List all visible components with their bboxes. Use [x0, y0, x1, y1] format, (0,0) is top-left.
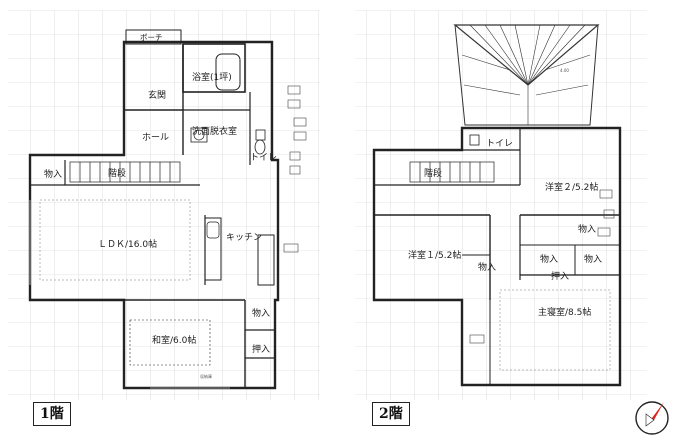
floor1-stairs: [69, 161, 181, 183]
f2-closet-c-label: 物入: [584, 253, 602, 265]
floor1-outer-wall: [28, 40, 280, 390]
f2-master-label: 主寝室/8.5帖: [538, 306, 591, 318]
f1-bath-label: 浴室(1坪): [192, 71, 232, 83]
bathtub: [215, 53, 241, 91]
floor2-plan: [372, 126, 622, 387]
f1-ldk-label: ＬＤＫ/16.0帖: [98, 238, 157, 250]
floor1-annotations: [283, 85, 307, 253]
f1-storage-note: 収納庫: [200, 373, 212, 379]
kitchen-back-counter: [257, 234, 275, 286]
floor2-balcony: [453, 24, 600, 126]
floor2-stairs: [409, 161, 495, 183]
f2-western2-label: 洋室２/5.2帖: [545, 181, 598, 193]
f1-stairs-label: 階段: [108, 167, 126, 179]
f1-closet-c-label: 押入: [252, 343, 270, 355]
f1-closet-a-label: 物入: [44, 168, 62, 180]
f2-balcony-dim: 4.00: [560, 68, 569, 73]
grid-floor2: [355, 10, 647, 400]
f1-entrance-label: 玄関: [148, 89, 166, 101]
porch-area: [125, 29, 182, 45]
f1-closet-b-label: 物入: [252, 307, 270, 319]
f1-washitsu-label: 和室/6.0帖: [152, 334, 196, 346]
washing-machine: [190, 127, 208, 143]
kitchen-counter: [204, 217, 222, 281]
f1-kitchen-label: キッチン: [226, 232, 262, 243]
floor1-label: 1階: [33, 402, 71, 426]
f1-hall-label: ホール: [142, 132, 169, 143]
f2-closet-d-label: 押入: [551, 270, 569, 282]
f1-washroom-label: 洗面脱衣室: [192, 125, 237, 137]
f2-western1-label: 洋室１/5.2帖: [408, 249, 461, 261]
floor1-plan: [28, 29, 280, 390]
f2-closet-e-label: 物入: [478, 261, 496, 273]
f2-stairs-label: 階段: [424, 167, 442, 179]
f2-closet-b-label: 物入: [540, 253, 558, 265]
f2-closet-a-label: 物入: [578, 223, 596, 235]
compass-icon: [635, 401, 669, 435]
kitchen-sink: [206, 221, 220, 239]
toilet-fixture-f2: [469, 134, 480, 146]
floor2-label: 2階: [372, 402, 410, 426]
washitsu-tatami: [129, 319, 211, 366]
f1-porch-label: ポーチ: [140, 33, 163, 42]
f2-toilet-label: トイレ: [486, 139, 513, 149]
f1-toilet-label: トイレ: [250, 153, 277, 163]
grid-floor1: [8, 10, 320, 400]
floor2-annotations: [469, 189, 615, 344]
